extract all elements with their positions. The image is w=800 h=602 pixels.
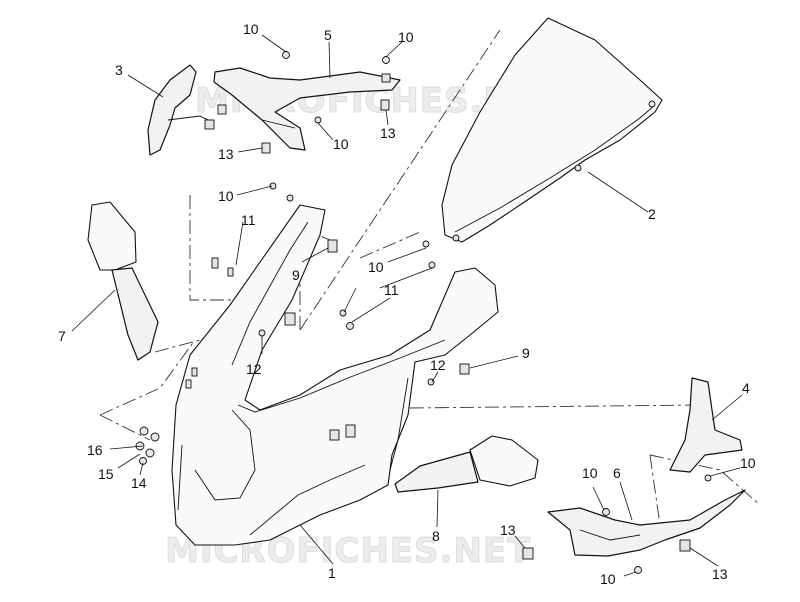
callout-10: 10 xyxy=(740,455,756,471)
callout-12: 12 xyxy=(430,357,446,373)
lower-right-panel xyxy=(547,489,746,557)
callout-10: 10 xyxy=(582,465,598,481)
callout-9: 9 xyxy=(522,345,530,361)
callout-7: 7 xyxy=(58,328,66,344)
callout-12: 12 xyxy=(246,361,262,377)
callout-16: 16 xyxy=(87,442,103,458)
callout-10: 10 xyxy=(218,188,234,204)
callout-15: 15 xyxy=(98,466,114,482)
windscreen xyxy=(441,17,663,243)
callouts: 3 5 10 10 13 13 10 2 10 11 9 10 11 12 12… xyxy=(58,21,756,587)
right-mirror xyxy=(394,435,539,493)
callout-5: 5 xyxy=(324,27,332,43)
callout-1: 1 xyxy=(328,565,336,581)
callout-10: 10 xyxy=(243,21,259,37)
callout-10: 10 xyxy=(600,571,616,587)
callout-8: 8 xyxy=(432,528,440,544)
callout-10: 10 xyxy=(333,136,349,152)
callout-3: 3 xyxy=(115,62,123,78)
callout-14: 14 xyxy=(131,475,147,491)
left-mirror xyxy=(87,201,159,361)
callout-6: 6 xyxy=(613,465,621,481)
upper-cover xyxy=(213,67,401,151)
callout-4: 4 xyxy=(742,380,750,396)
callout-11: 11 xyxy=(241,212,256,228)
callout-13: 13 xyxy=(712,566,728,582)
front-fairing xyxy=(171,204,499,546)
callout-13: 13 xyxy=(500,522,516,538)
hardware xyxy=(135,51,712,574)
right-side-bracket xyxy=(669,377,743,473)
callout-13: 13 xyxy=(218,146,234,162)
callout-13: 13 xyxy=(380,125,396,141)
callout-10: 10 xyxy=(368,259,384,275)
callout-11: 11 xyxy=(384,282,399,298)
callout-10: 10 xyxy=(398,29,414,45)
leader-lines xyxy=(71,34,743,577)
callout-9: 9 xyxy=(292,267,300,283)
callout-2: 2 xyxy=(648,206,656,222)
